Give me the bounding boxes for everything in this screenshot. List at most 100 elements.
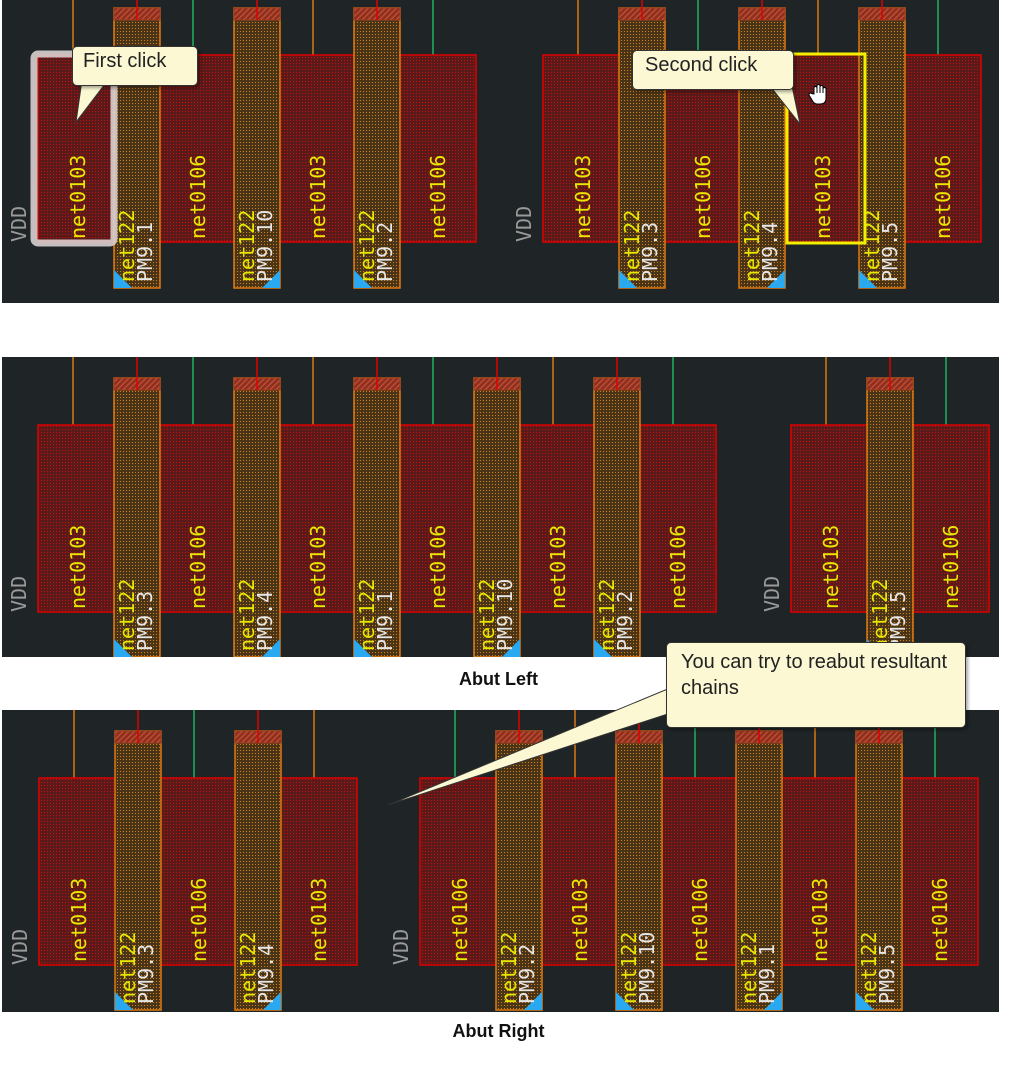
gate-net-label: net122 (115, 210, 139, 282)
diffusion-region[interactable] (278, 777, 358, 966)
diffusion-net-label: net0103 (546, 525, 570, 609)
gate-instance-label: PM9.4 (254, 944, 278, 1004)
diffusion-net-label: net0106 (187, 878, 211, 962)
gate-net-label: net122 (868, 579, 892, 651)
diffusion-region[interactable] (779, 777, 859, 966)
diffusion-net-label: net0103 (808, 878, 832, 962)
diffusion-net-label: net0103 (568, 878, 592, 962)
callout-reabut: You can try to reabut resultant chains (666, 642, 966, 728)
diffusion-region[interactable] (277, 54, 357, 243)
gate-instance-label: PM9.3 (133, 591, 157, 651)
pin-marker-icon (263, 992, 281, 1010)
pin-marker-icon (114, 270, 132, 288)
gate-poly[interactable] (113, 377, 161, 657)
diffusion-region[interactable] (790, 424, 870, 613)
gate-poly[interactable] (735, 730, 783, 1011)
pin-marker-icon (262, 270, 280, 288)
callout-reabut-tail (387, 687, 681, 806)
gate-instance-label: PM9.3 (134, 944, 158, 1004)
gate-net-label: net122 (595, 579, 619, 651)
diffusion-region[interactable] (397, 424, 477, 613)
gate-poly[interactable] (866, 377, 914, 657)
callout-first-click-text: First click (83, 50, 167, 72)
gate-net-label: net122 (617, 932, 641, 1004)
gate-net-label: net122 (236, 932, 260, 1004)
callout-second-click: Second click (632, 50, 794, 90)
gate-instance-label: PM9.10 (493, 579, 517, 651)
gate-poly[interactable] (855, 730, 903, 1011)
diffusion-net-label: net0103 (307, 878, 331, 962)
diffusion-region[interactable] (157, 54, 237, 243)
second-click-selection (785, 52, 867, 245)
pin-marker-icon (856, 992, 874, 1010)
pin-marker-icon (262, 639, 280, 657)
vdd-label: VDD (7, 206, 31, 242)
gate-net-label: net122 (497, 932, 521, 1004)
gate-poly[interactable] (233, 377, 281, 657)
diffusion-net-label: net0106 (666, 525, 690, 609)
diffusion-net-label: net0103 (67, 878, 91, 962)
pin-marker-icon (859, 270, 877, 288)
diffusion-region[interactable] (37, 424, 117, 613)
gate-instance-label: PM9.5 (886, 591, 910, 651)
diffusion-region[interactable] (910, 424, 990, 613)
gate-net-label: net122 (355, 579, 379, 651)
gate-instance-label: PM9.2 (613, 591, 637, 651)
callout-second-click-tail (769, 86, 801, 125)
pin-marker-icon (114, 639, 132, 657)
diffusion-net-label: net0103 (66, 155, 90, 239)
gate-instance-label: PM9.3 (638, 222, 662, 282)
diffusion-net-label: net0103 (306, 155, 330, 239)
diffusion-net-label: net0106 (691, 155, 715, 239)
diffusion-region[interactable] (902, 54, 982, 243)
pin-marker-icon (502, 639, 520, 657)
diffusion-region[interactable] (542, 54, 622, 243)
caption-abut-left: Abut Left (459, 669, 538, 689)
gate-poly[interactable] (473, 377, 521, 657)
diffusion-net-label: net0106 (186, 155, 210, 239)
gate-instance-label: PM9.1 (133, 222, 157, 282)
pin-marker-icon (619, 270, 637, 288)
pin-marker-icon (354, 639, 372, 657)
caption-abut-right: Abut Right (452, 1021, 545, 1041)
callout-first-click-tail (75, 80, 109, 124)
pin-marker-icon (767, 270, 785, 288)
pin-marker-icon (616, 992, 634, 1010)
diffusion-net-label: net0103 (811, 155, 835, 239)
gate-poly[interactable] (495, 730, 543, 1011)
diffusion-net-label: net0103 (571, 155, 595, 239)
gate-net-label: net122 (737, 932, 761, 1004)
gate-poly[interactable] (353, 7, 401, 289)
vdd-label: VDD (512, 206, 536, 242)
gate-net-label: net122 (115, 579, 139, 651)
diffusion-net-label: net0106 (931, 155, 955, 239)
diffusion-net-label: net0106 (688, 878, 712, 962)
diffusion-region[interactable] (539, 777, 619, 966)
gate-poly[interactable] (615, 730, 663, 1011)
gate-instance-label: PM9.10 (253, 210, 277, 282)
diffusion-region[interactable] (899, 777, 979, 966)
gate-poly[interactable] (234, 730, 282, 1011)
diffusion-region[interactable] (637, 424, 717, 613)
diffusion-region[interactable] (659, 777, 739, 966)
diffusion-net-label: net0106 (928, 878, 952, 962)
gate-net-label: net122 (475, 579, 499, 651)
diffusion-net-label: net0106 (186, 525, 210, 609)
gate-instance-label: PM9.5 (878, 222, 902, 282)
diffusion-net-label: net0106 (426, 155, 450, 239)
diffusion-region[interactable] (38, 777, 118, 966)
diffusion-net-label: net0103 (819, 525, 843, 609)
pin-marker-icon (524, 992, 542, 1010)
diffusion-net-label: net0103 (306, 525, 330, 609)
vdd-label: VDD (7, 576, 31, 612)
diffusion-region[interactable] (158, 777, 238, 966)
